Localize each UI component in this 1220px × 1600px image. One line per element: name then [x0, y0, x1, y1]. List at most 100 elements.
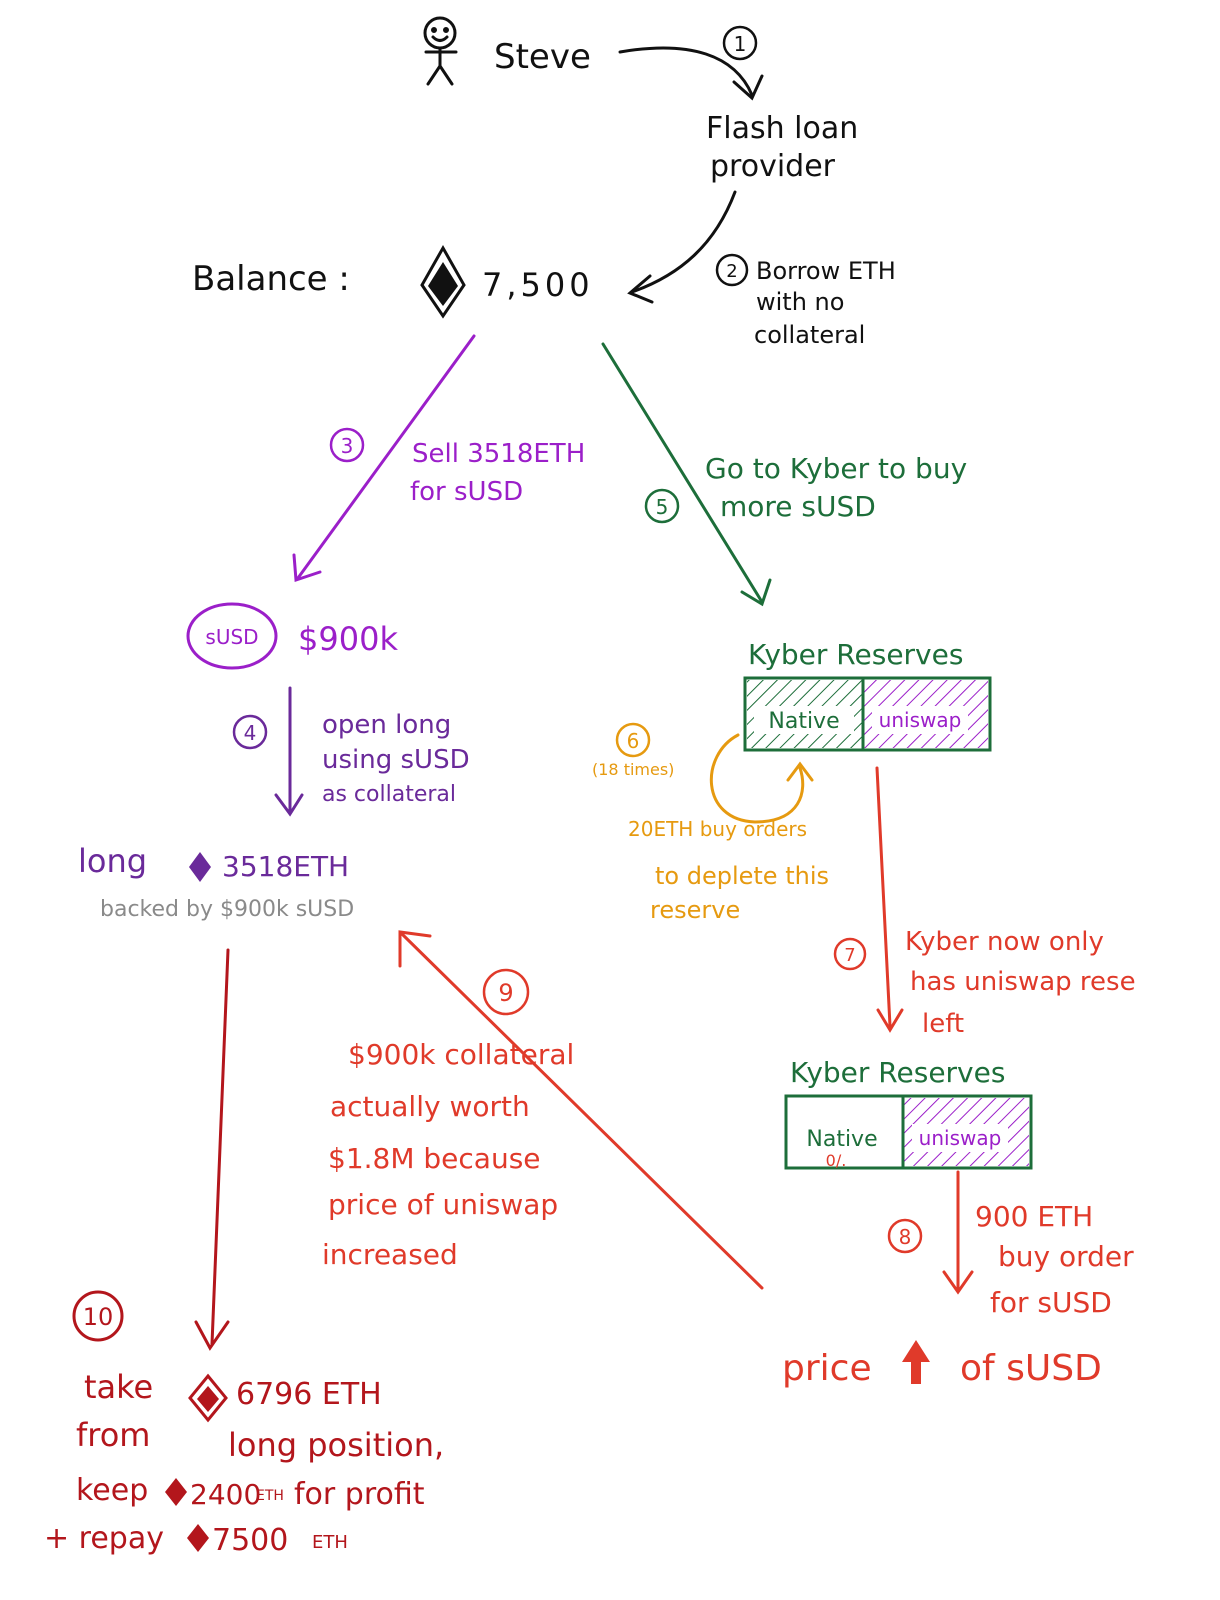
final-profit-unit: ETH [256, 1488, 284, 1504]
step-10-keep: keep [76, 1473, 148, 1508]
arrow-long-to-final [194, 948, 230, 1351]
step-8-text-line3: for sUSD [990, 1286, 1112, 1319]
step-6-text-line1: 20ETH buy orders [628, 817, 807, 841]
step-4-number: 4 [244, 721, 257, 745]
step-7-text-line2: has uniswap rese [910, 967, 1136, 997]
kyber-2-native-depleted: 0/. [826, 1151, 847, 1170]
kyber-1-uniswap-label: uniswap [879, 708, 962, 732]
kyber-2-uniswap-label: uniswap [919, 1126, 1002, 1150]
step-7-circle [833, 937, 867, 971]
ethereum-icon [188, 1373, 228, 1423]
step-7: 7 Kyber now only has uniswap rese left [833, 927, 1136, 1039]
ethereum-icon [187, 1524, 209, 1552]
step-6-note: (18 times) [592, 760, 674, 779]
arrow-kyber1-to-kyber2 [875, 766, 904, 1033]
loop-arrow-step-6 [709, 733, 814, 824]
price-text-a: price [782, 1348, 872, 1389]
step-1-circle [722, 25, 758, 61]
step-9-text-line4: price of uniswap [328, 1188, 558, 1221]
arrow-balance-to-kyber [601, 342, 772, 607]
susd-amount: $900k [298, 620, 398, 658]
step-5-text-line1: Go to Kyber to buy [705, 452, 967, 485]
step-8-number: 8 [899, 1225, 912, 1249]
kyber-reserves-title-2: Kyber Reserves [790, 1056, 1005, 1089]
step-10-take: take [84, 1368, 153, 1406]
step-5-text-line2: more sUSD [720, 490, 876, 523]
step-9-text-line3: $1.8M because [328, 1142, 541, 1175]
step-10: 10 take from keep + repay [44, 1290, 164, 1556]
final-long-position: long position, [228, 1426, 444, 1464]
step-5-circle [644, 488, 680, 524]
step-4: 4 open long using sUSD as collateral [232, 710, 470, 807]
step-1-number: 1 [734, 32, 747, 56]
step-8-circle [887, 1218, 923, 1254]
balance-label: Balance : [192, 259, 350, 299]
long-word: long [78, 842, 147, 880]
step-4-circle [232, 714, 268, 750]
arrow-kyber2-to-price [942, 1170, 974, 1295]
step-5: 5 Go to Kyber to buy more sUSD [644, 452, 967, 524]
step-9-circle [482, 968, 530, 1016]
step-10-number: 10 [83, 1303, 114, 1331]
step-9-text-line5: increased [322, 1238, 458, 1271]
up-arrow-icon [902, 1340, 930, 1384]
step-9-number: 9 [498, 979, 513, 1007]
arrow-provider-to-balance [627, 190, 737, 304]
final-profit-text: for profit [294, 1477, 425, 1512]
step-7-text-line1: Kyber now only [905, 927, 1104, 957]
step-8: 8 900 ETH buy order for sUSD [887, 1200, 1134, 1319]
step-1: 1 [722, 25, 758, 61]
step-4-text-line3: as collateral [322, 782, 456, 807]
step-2: 2 Borrow ETH with no collateral [715, 253, 896, 349]
step-7-text-line3: left [922, 1009, 964, 1039]
step-2-circle [715, 253, 749, 287]
step-10-repay: + repay [44, 1521, 164, 1556]
flash-loan-provider-line1: Flash loan [706, 111, 858, 146]
step-6-text-line3: reserve [650, 896, 740, 924]
step-9-text-line1: $900k collateral [348, 1038, 574, 1071]
long-amount: 3518ETH [222, 850, 349, 883]
arrow-susd-to-long [274, 686, 304, 817]
final-repay-unit: ETH [312, 1532, 348, 1553]
step-2-text-line2: with no [756, 288, 844, 316]
ethereum-icon [189, 852, 211, 882]
step-3: 3 Sell 3518ETH for sUSD [329, 427, 585, 507]
step-10-circle [72, 1290, 124, 1342]
step-7-number: 7 [844, 945, 855, 966]
step-8-text-line2: buy order [998, 1240, 1134, 1273]
arrow-price-to-long [398, 930, 764, 1290]
actor-name: Steve [494, 37, 591, 77]
step-4-text-line2: using sUSD [322, 745, 470, 775]
step-4-text-line1: open long [322, 710, 451, 740]
step-8-text-line1: 900 ETH [975, 1200, 1093, 1233]
step-6-number: 6 [627, 729, 640, 753]
step-9: 9 $900k collateral actually worth $1.8M … [322, 968, 574, 1271]
arrow-steve-to-provider [618, 46, 764, 101]
final-profit-amount: 2400 [190, 1478, 261, 1511]
kyber-reserves-box-2: Native 0/. uniswap [784, 1094, 1033, 1170]
step-2-text-line1: Borrow ETH [756, 257, 896, 285]
long-backed-text: backed by $900k sUSD [100, 897, 354, 922]
balance-amount: 7,500 [482, 266, 594, 304]
susd-badge-circle [186, 602, 278, 670]
step-6-text-line2: to deplete this [655, 862, 829, 890]
step-6-circle [615, 722, 651, 758]
kyber-1-native-label: Native [768, 709, 839, 734]
step-9-text-line2: actually worth [330, 1090, 530, 1123]
flash-loan-provider-line2: provider [710, 149, 836, 184]
final-take-amount: 6796 ETH [236, 1377, 382, 1412]
step-3-number: 3 [341, 434, 354, 458]
step-6: 6 (18 times) 20ETH buy orders to deplete… [592, 722, 829, 924]
step-5-number: 5 [656, 495, 669, 519]
kyber-reserves-title-1: Kyber Reserves [748, 638, 963, 671]
price-text-b: of sUSD [960, 1348, 1102, 1389]
susd-badge-text: sUSD [205, 625, 258, 649]
ethereum-icon [165, 1478, 187, 1506]
step-3-text-line1: Sell 3518ETH [412, 439, 585, 469]
ethereum-icon [420, 244, 466, 319]
step-10-from: from [76, 1416, 150, 1454]
final-repay-amount: 7500 [212, 1523, 288, 1558]
step-2-text-line3: collateral [754, 321, 865, 349]
